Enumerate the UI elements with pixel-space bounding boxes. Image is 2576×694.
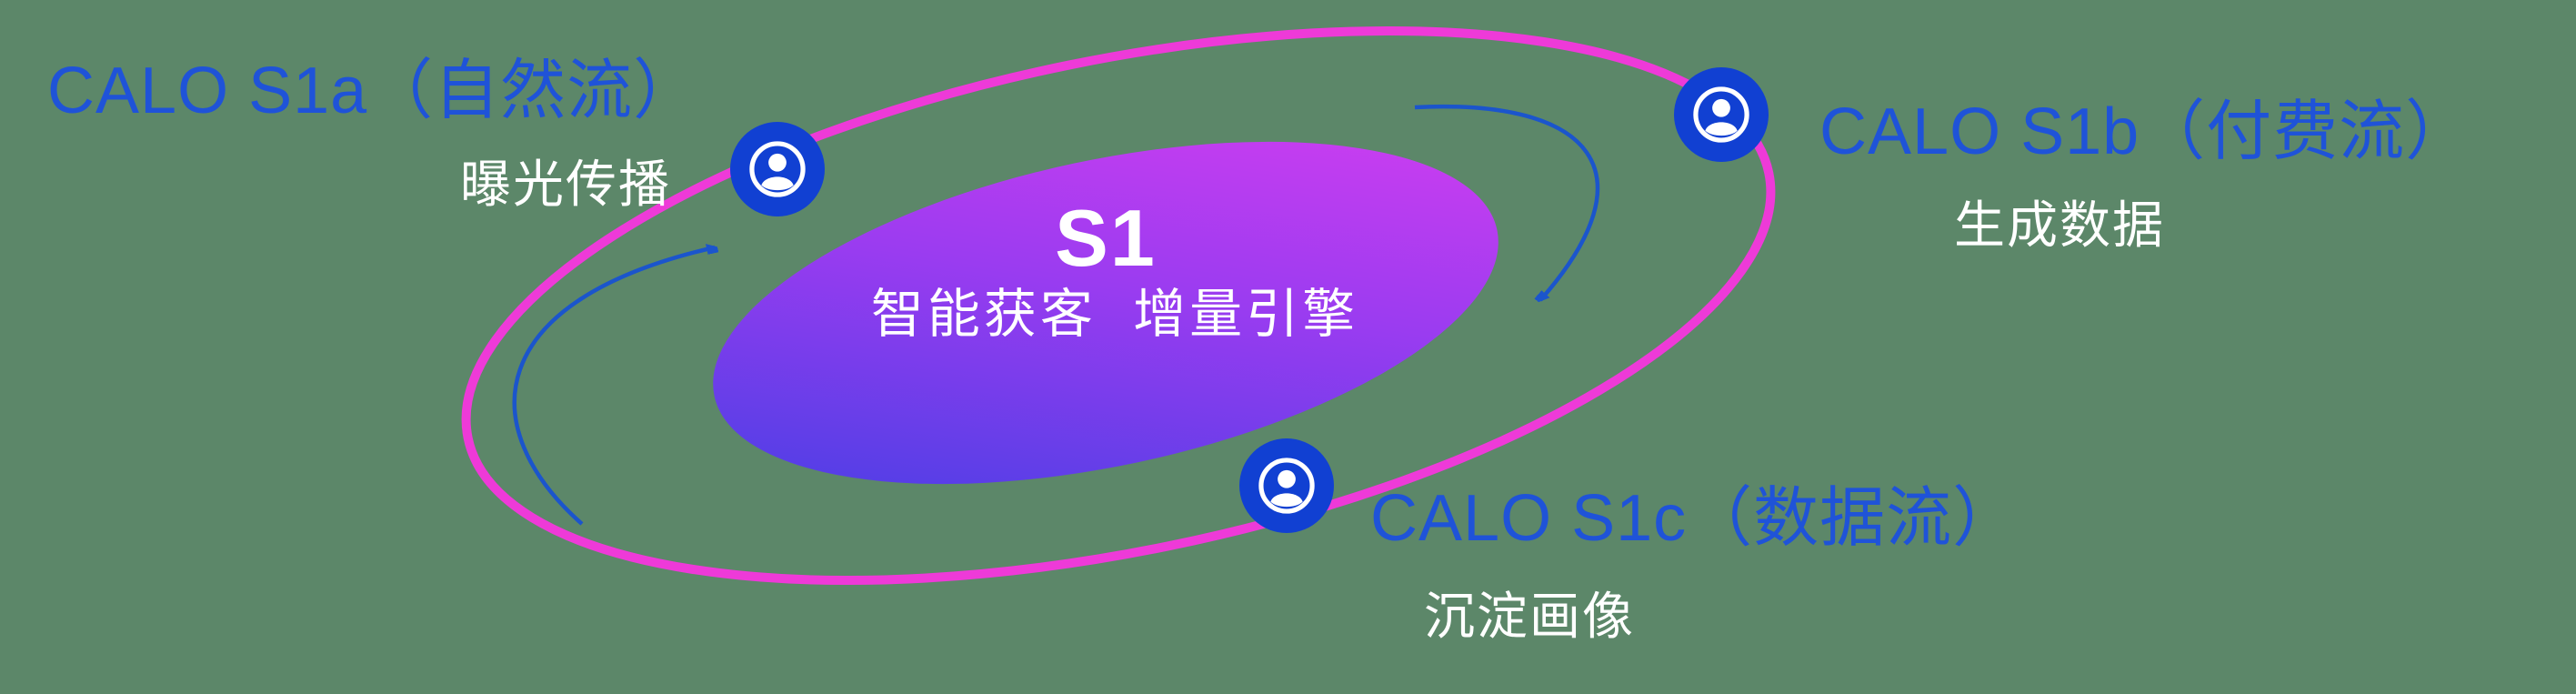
- label-s1a: CALO S1a（自然流）: [47, 55, 700, 127]
- user-icon: [730, 122, 825, 216]
- arrow-right: [1414, 104, 1600, 300]
- label-s1b: CALO S1b（付费流）: [1819, 96, 2472, 168]
- sublabel-s1b: 生成数据: [1954, 196, 2165, 254]
- core-ellipse: [713, 141, 1498, 485]
- sublabel-s1a: 曝光传播: [460, 156, 671, 213]
- sublabel-s1c: 沉淀画像: [1424, 588, 1635, 645]
- arrow-left: [512, 247, 715, 526]
- user-icon: [1239, 438, 1334, 533]
- core-subtitle: 智能获客 增量引擎: [870, 285, 1359, 344]
- orbit-ring: [461, 26, 1776, 585]
- label-s1c: CALO S1c（数据流）: [1370, 482, 2020, 555]
- node-s1a: [730, 122, 825, 216]
- core-title: S1: [1055, 193, 1157, 283]
- node-s1b: [1674, 67, 1769, 162]
- node-s1c: [1239, 438, 1334, 533]
- user-icon: [1674, 67, 1769, 162]
